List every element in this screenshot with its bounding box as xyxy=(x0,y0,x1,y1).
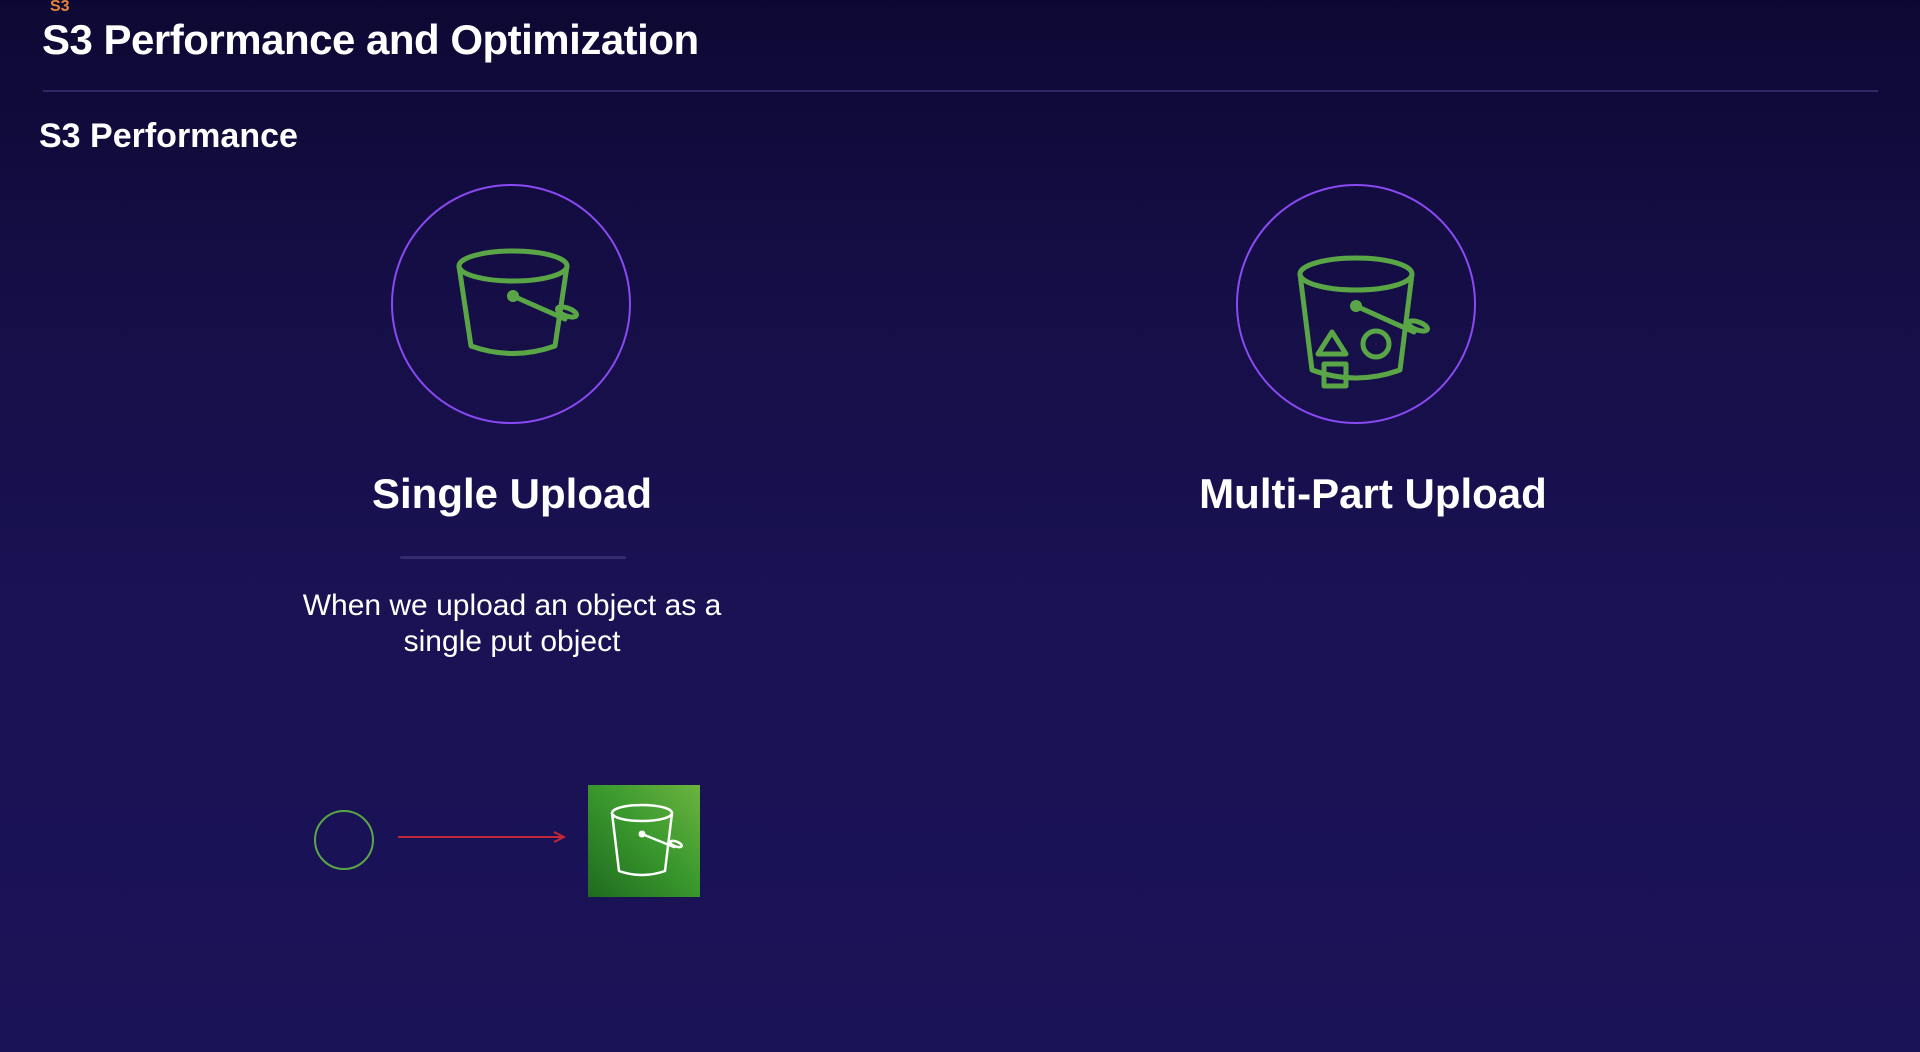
section-title: S3 Performance xyxy=(39,117,298,155)
s3-service-icon xyxy=(588,785,700,897)
single-upload-title: Single Upload xyxy=(371,470,652,517)
section-tag: S3 xyxy=(50,0,70,15)
s3-bucket-icon xyxy=(456,248,579,356)
title-divider xyxy=(43,90,1878,92)
client-circle-icon xyxy=(314,810,374,870)
single-upload-description: When we upload an object as a single put… xyxy=(302,589,722,658)
s3-bucket-white-icon xyxy=(610,803,683,877)
single-upload-icon-circle xyxy=(391,184,631,424)
single-upload-underline xyxy=(400,556,626,559)
multipart-upload-title: Multi-Part Upload xyxy=(1199,470,1547,517)
arrow-right-icon xyxy=(398,831,567,843)
multipart-upload-icon-circle xyxy=(1236,184,1476,424)
page-title: S3 Performance and Optimization xyxy=(42,16,699,63)
s3-bucket-objects-icon xyxy=(1297,255,1430,389)
